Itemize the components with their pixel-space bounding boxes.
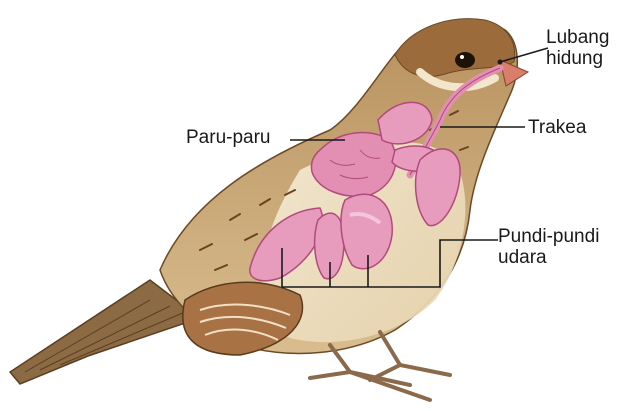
label-lungs: Paru-paru: [186, 127, 271, 148]
label-air-sacs: Pundi-pundi udara: [498, 226, 599, 268]
bird-eye: [455, 52, 475, 68]
label-nostril: Lubang hidung: [546, 27, 609, 69]
label-nostril-line2: hidung: [546, 48, 609, 69]
label-air-sacs-line2: udara: [498, 247, 599, 268]
label-trachea: Trakea: [528, 117, 586, 138]
label-air-sacs-line1: Pundi-pundi: [498, 226, 599, 247]
bird-tail: [10, 280, 200, 384]
label-nostril-line1: Lubang: [546, 27, 609, 48]
